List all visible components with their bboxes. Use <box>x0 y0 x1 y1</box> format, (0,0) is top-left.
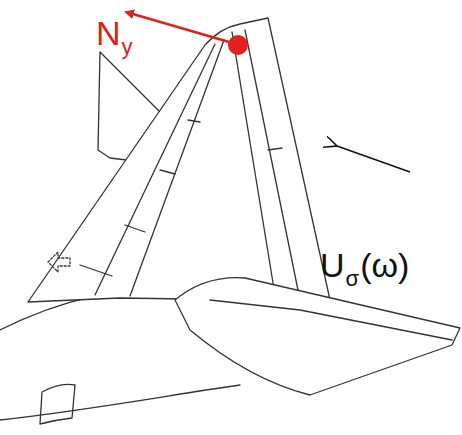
gust-arrow <box>337 146 410 172</box>
gust-subscript: σ <box>346 268 360 290</box>
force-arrow <box>126 12 236 44</box>
gust-symbol: U <box>320 248 345 282</box>
force-symbol: N <box>96 16 121 50</box>
gust-argument: (ω) <box>360 248 409 282</box>
measurement-point <box>228 35 248 55</box>
force-subscript: y <box>122 36 133 58</box>
